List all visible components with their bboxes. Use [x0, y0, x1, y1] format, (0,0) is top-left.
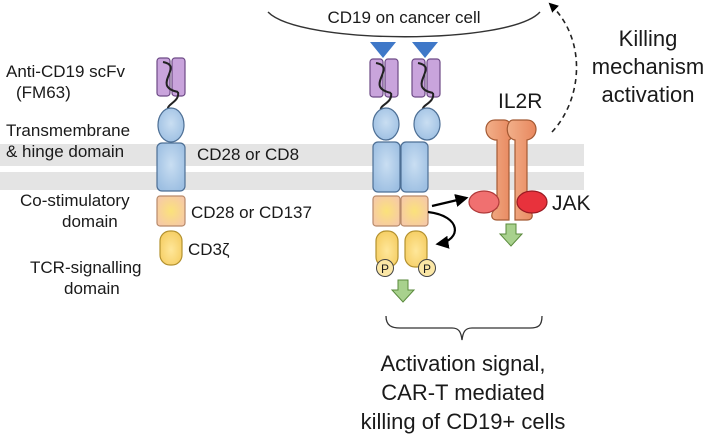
costim-option-label: CD28 or CD137: [191, 203, 312, 222]
jak-kinase-right: [516, 190, 548, 214]
transmembrane-domain-a: [372, 141, 401, 193]
costim-domain: [156, 195, 186, 227]
tm-option-label: CD28 or CD8: [197, 145, 299, 164]
signal-arrow-to-jak: [431, 193, 469, 208]
signal-arrow-costim-to-cd3z: [427, 210, 456, 249]
jak-kinase-left: [468, 190, 500, 214]
killing-mechanism-arrow: [548, 2, 578, 133]
outcome-label-3: killing of CD19+ cells: [361, 409, 566, 434]
antigen-label: CD19 on cancer cell: [327, 8, 480, 27]
scfv-domain-a: [369, 58, 399, 111]
hinge-domain-b: [413, 107, 441, 141]
cd19-antigen-left: [370, 42, 396, 58]
killing-label-2: mechanism: [592, 54, 704, 79]
costim-domain-b: [400, 195, 429, 227]
scfv-label: Anti-CD19 scFv: [6, 62, 126, 81]
cancer-cell-surface: [267, 11, 541, 38]
downstream-arrow-car: [390, 279, 416, 303]
outcome-label-2: CAR-T mediated: [381, 380, 544, 405]
il2r-label: IL2R: [498, 90, 542, 113]
hinge-domain-a: [372, 107, 400, 141]
transmembrane-domain: [156, 142, 186, 192]
cd3z-domain: [159, 230, 183, 266]
costim-label: Co-stimulatory: [20, 191, 130, 210]
tm-label: Transmembrane: [6, 121, 130, 140]
cd3z-domain-b: [404, 230, 428, 268]
outcome-label-1: Activation signal,: [380, 351, 545, 376]
tm-sublabel: & hinge domain: [6, 142, 124, 161]
killing-label-3: activation: [602, 82, 695, 107]
cd19-antigen-right: [412, 42, 438, 58]
scfv-domain: [156, 57, 186, 111]
killing-label-1: Killing: [619, 26, 678, 51]
cd3z-label: CD3ζ: [188, 240, 230, 259]
cell-membrane: [0, 144, 584, 190]
car-dimer-engaged: P P: [369, 58, 441, 277]
jak-label: JAK: [552, 192, 591, 215]
transmembrane-domain-b: [400, 141, 429, 193]
phospho-marker-b: P: [418, 259, 436, 277]
scfv-sublabel: (FM63): [16, 83, 71, 102]
downstream-arrow-il2r: [498, 223, 524, 247]
costim-sublabel: domain: [62, 212, 118, 231]
svg-text:P: P: [381, 262, 389, 276]
outcome-brace: [385, 315, 543, 341]
costim-domain-a: [372, 195, 401, 227]
car-construct-schematic: [156, 57, 186, 266]
il2r-receptor: [485, 119, 537, 221]
scfv-domain-b: [411, 58, 441, 111]
phospho-marker-a: P: [376, 259, 394, 277]
hinge-domain: [157, 107, 185, 143]
tcr-sublabel: domain: [64, 279, 120, 298]
svg-text:P: P: [423, 262, 431, 276]
tcr-label: TCR-signalling: [30, 258, 141, 277]
